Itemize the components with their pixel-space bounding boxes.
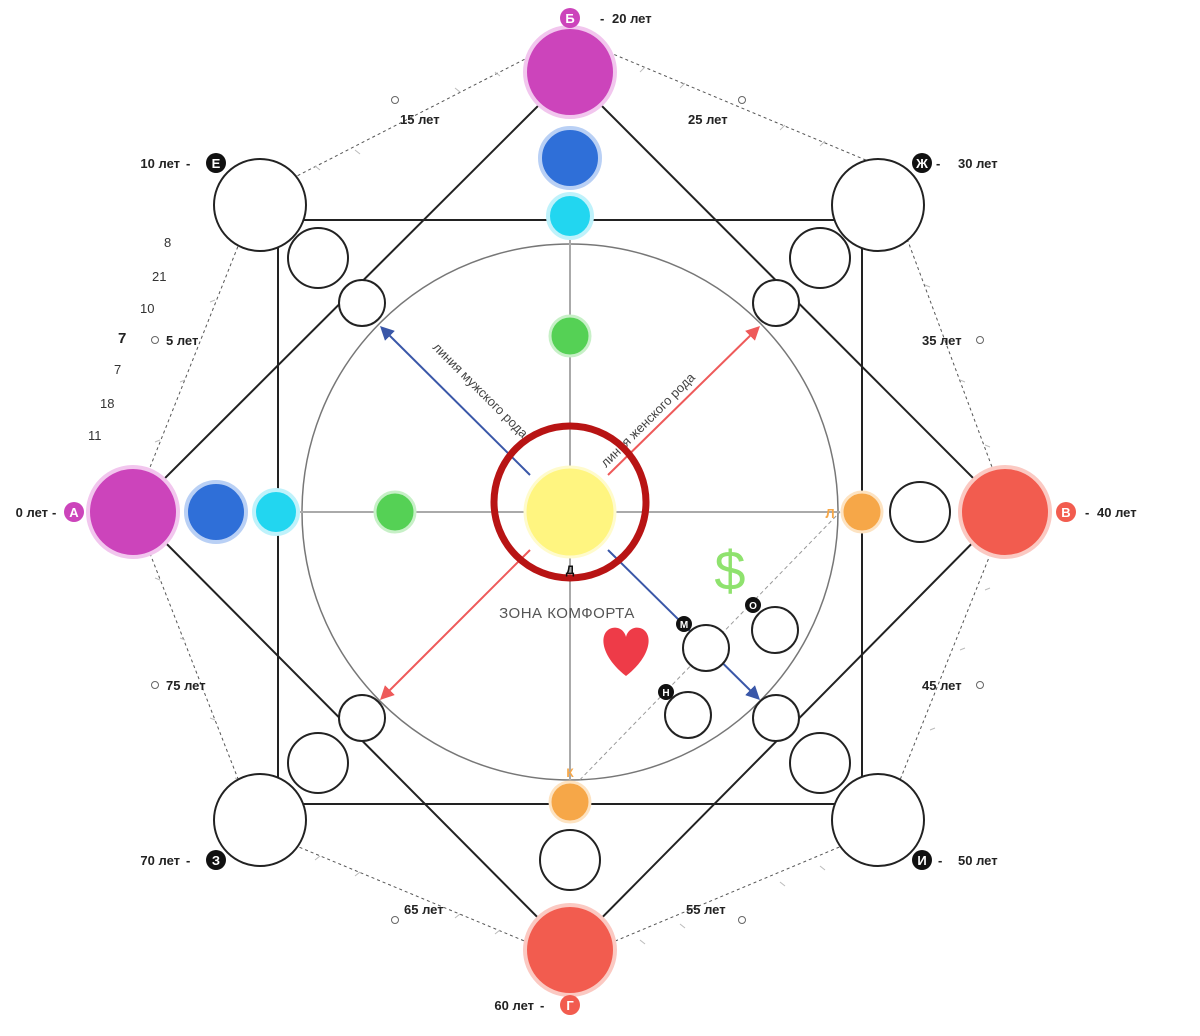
letter-l: Л — [825, 506, 834, 521]
point-v-circle — [958, 465, 1052, 559]
svg-text:М: М — [680, 620, 688, 631]
left-number-7: 11 — [88, 428, 102, 443]
left-number-6: 18 — [100, 396, 114, 411]
outer-octagon — [132, 35, 1009, 961]
point-b-circle — [523, 25, 617, 119]
center-yellow-circle — [523, 465, 617, 559]
age-zh-arrow: - — [936, 156, 940, 171]
age-v-dash: - — [1085, 505, 1089, 520]
left-blue-circle — [184, 480, 248, 544]
age-b: - — [600, 11, 604, 26]
svg-text:Ж: Ж — [915, 156, 928, 171]
age-a-text: 0 лет — [16, 505, 48, 520]
female-line-label: линия женского рода — [598, 369, 699, 470]
female-line-arrow — [607, 326, 760, 476]
svg-text:Б: Б — [565, 11, 574, 26]
badge-n: Н — [658, 684, 674, 700]
left-cyan-circle — [252, 488, 300, 536]
point-g-circle — [523, 903, 617, 997]
age-45: 45 лет — [922, 678, 962, 693]
comfort-zone-label: ЗОНА КОМФОРТА — [499, 605, 635, 622]
age-g-text: 60 лет — [494, 998, 534, 1013]
svg-text:И: И — [917, 853, 926, 868]
g-inner-white-circle — [539, 829, 601, 891]
n-circle — [664, 691, 712, 739]
age-b-text: 20 лет — [612, 11, 652, 26]
badge-v: В — [1056, 502, 1076, 522]
left-number-5: 7 — [114, 362, 121, 377]
age-65: 65 лет — [404, 902, 444, 917]
svg-text:Н: Н — [662, 688, 669, 699]
age-zh-text: 30 лет — [958, 156, 998, 171]
svg-text:Е: Е — [212, 156, 221, 171]
age-i-text: 50 лет — [958, 853, 998, 868]
age-15: 15 лет — [400, 112, 440, 127]
age-35: 35 лет — [922, 333, 962, 348]
octagon-markers — [151, 96, 984, 924]
age-z-text: 70 лет — [140, 853, 180, 868]
badge-m: М — [676, 616, 692, 632]
age-e-arrow: - — [186, 156, 190, 171]
point-a-circle — [86, 465, 180, 559]
age-75: 75 лет — [166, 678, 206, 693]
svg-text:А: А — [69, 505, 79, 520]
female-line-arrow-lower — [380, 549, 531, 700]
left-number-2: 21 — [152, 269, 166, 284]
m-circle — [682, 624, 730, 672]
badge-g: Г — [560, 995, 580, 1015]
heart-icon — [603, 627, 649, 676]
badge-z: З — [206, 850, 226, 870]
age-55: 55 лет — [686, 902, 726, 917]
o-circle — [751, 606, 799, 654]
top-blue-circle — [538, 126, 602, 190]
letter-k: К — [566, 766, 574, 780]
highlight-ring — [490, 422, 650, 582]
svg-text:В: В — [1061, 505, 1070, 520]
male-line-arrow — [380, 326, 531, 476]
age-i-arrow: - — [938, 853, 942, 868]
left-green-circle — [373, 490, 417, 534]
badge-i: И — [912, 850, 932, 870]
right-orange-circle — [840, 490, 884, 534]
badge-e: Е — [206, 153, 226, 173]
age-v-text: 40 лет — [1097, 505, 1137, 520]
badge-zh: Ж — [912, 153, 932, 173]
corner-circles — [213, 158, 925, 867]
love-money-line — [569, 511, 841, 791]
age-25: 25 лет — [688, 112, 728, 127]
left-number-3: 10 — [140, 301, 154, 316]
age-e-text: 10 лет — [140, 156, 180, 171]
badge-b: Б — [560, 8, 580, 28]
age-z-arrow: - — [186, 853, 190, 868]
letter-d: Д — [566, 563, 575, 577]
svg-text:О: О — [749, 601, 757, 612]
age-a-dash: - — [52, 505, 56, 520]
left-number-1: 8 — [164, 235, 171, 250]
age-g-dash: - — [540, 998, 544, 1013]
left-number-4: 7 — [118, 330, 126, 347]
top-cyan-circle — [546, 192, 594, 240]
money-icon: $ — [714, 539, 745, 602]
svg-text:З: З — [212, 853, 220, 868]
badge-a: А — [64, 502, 84, 522]
svg-text:Г: Г — [566, 998, 574, 1013]
bottom-orange-circle — [548, 780, 592, 824]
badge-o: О — [745, 597, 761, 613]
age-5: 5 лет — [166, 333, 198, 348]
top-green-circle — [548, 314, 592, 358]
v-inner-white-circle — [889, 481, 951, 543]
